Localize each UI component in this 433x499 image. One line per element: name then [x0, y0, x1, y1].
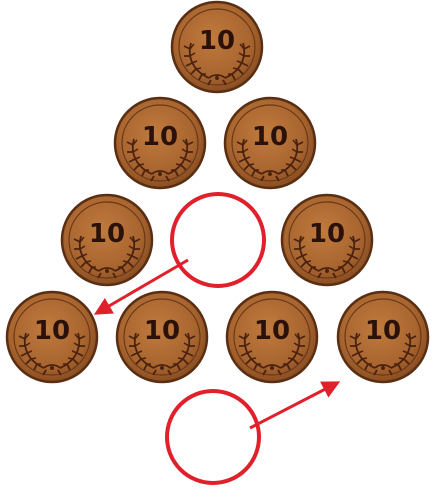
coin-value-label: 10: [144, 316, 180, 346]
ten-yen-coin-icon[interactable]: 10: [225, 98, 315, 188]
coin-value-label: 10: [309, 219, 345, 249]
ten-yen-coin-icon[interactable]: 10: [115, 98, 205, 188]
ten-yen-coin-icon[interactable]: 10: [282, 195, 372, 285]
coin-value-label: 10: [199, 26, 235, 56]
empty-circle-marker[interactable]: [172, 194, 264, 286]
coin-value-label: 10: [34, 316, 70, 346]
coin-value-label: 10: [365, 316, 401, 346]
coin-value-label: 10: [254, 316, 290, 346]
ten-yen-coin-icon[interactable]: 10: [172, 2, 262, 92]
coin-value-label: 10: [89, 219, 125, 249]
coins-layer: 10 10 10 10 10 10 10 10 10: [7, 2, 428, 382]
ten-yen-coin-icon[interactable]: 10: [7, 292, 97, 382]
ten-yen-coin-icon[interactable]: 10: [338, 292, 428, 382]
ten-yen-coin-icon[interactable]: 10: [62, 195, 152, 285]
arrow-icon: [250, 383, 337, 428]
empty-circle-marker[interactable]: [167, 391, 259, 483]
coin-value-label: 10: [252, 122, 288, 152]
ten-yen-coin-icon[interactable]: 10: [227, 292, 317, 382]
ten-yen-coin-icon[interactable]: 10: [117, 292, 207, 382]
coin-value-label: 10: [142, 122, 178, 152]
